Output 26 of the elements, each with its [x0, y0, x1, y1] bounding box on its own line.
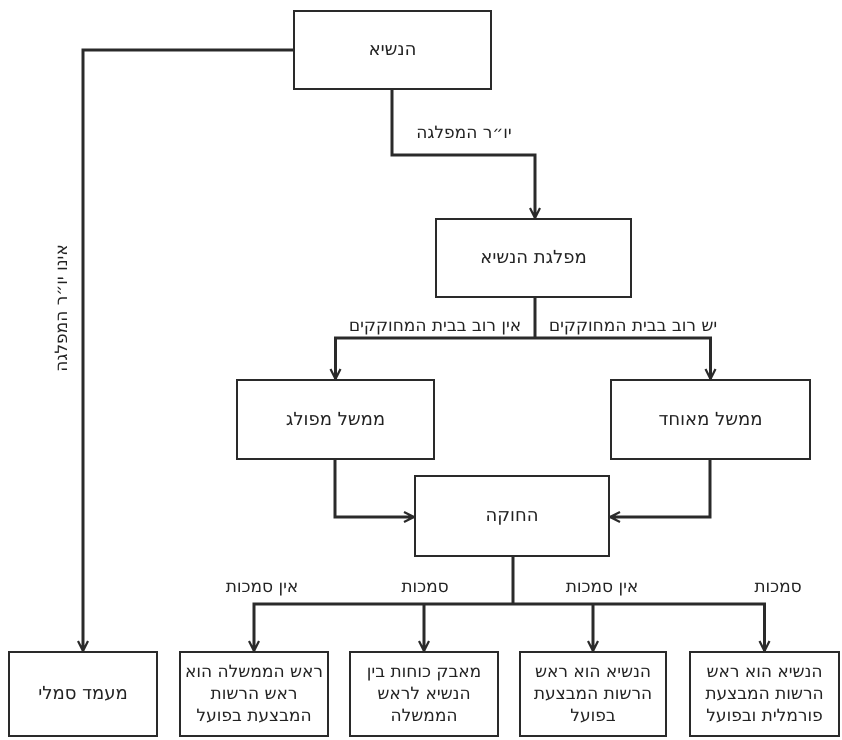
box-label: ממשל מפולג — [286, 408, 386, 432]
arrow — [76, 48, 293, 652]
box-label: ראש הממשלה הוא ראש הרשות המבצעת בפועל — [185, 660, 323, 728]
process-box — [519, 651, 667, 737]
arrow — [512, 557, 771, 652]
process-box — [179, 651, 329, 737]
box-label: החוקה — [486, 504, 538, 528]
process-box — [8, 651, 158, 737]
box-label: הנשיא הוא ראש הרשות המבצעת בפועל — [532, 660, 654, 728]
box-label: הנשיא הוא ראש הרשות המבצעת פורמלית ובפועל — [704, 660, 825, 728]
process-box — [414, 475, 610, 557]
box-label: הנשיא — [368, 38, 416, 62]
arrow — [608, 460, 712, 524]
arrow — [334, 460, 416, 524]
arrow — [390, 90, 542, 220]
box-label: מאבק כוחות בין הנשיא לראש הממשלה — [366, 660, 482, 728]
process-box — [689, 651, 840, 737]
process-box — [610, 379, 811, 460]
process-box — [435, 218, 632, 298]
box-label: מפלגת הנשיא — [480, 246, 587, 270]
process-box — [349, 651, 499, 737]
process-box — [293, 10, 492, 90]
box-label: מעמד סמלי — [38, 682, 128, 706]
process-box — [236, 379, 435, 460]
box-label: ממשל מאוחד — [658, 408, 762, 432]
arrow — [534, 298, 717, 380]
